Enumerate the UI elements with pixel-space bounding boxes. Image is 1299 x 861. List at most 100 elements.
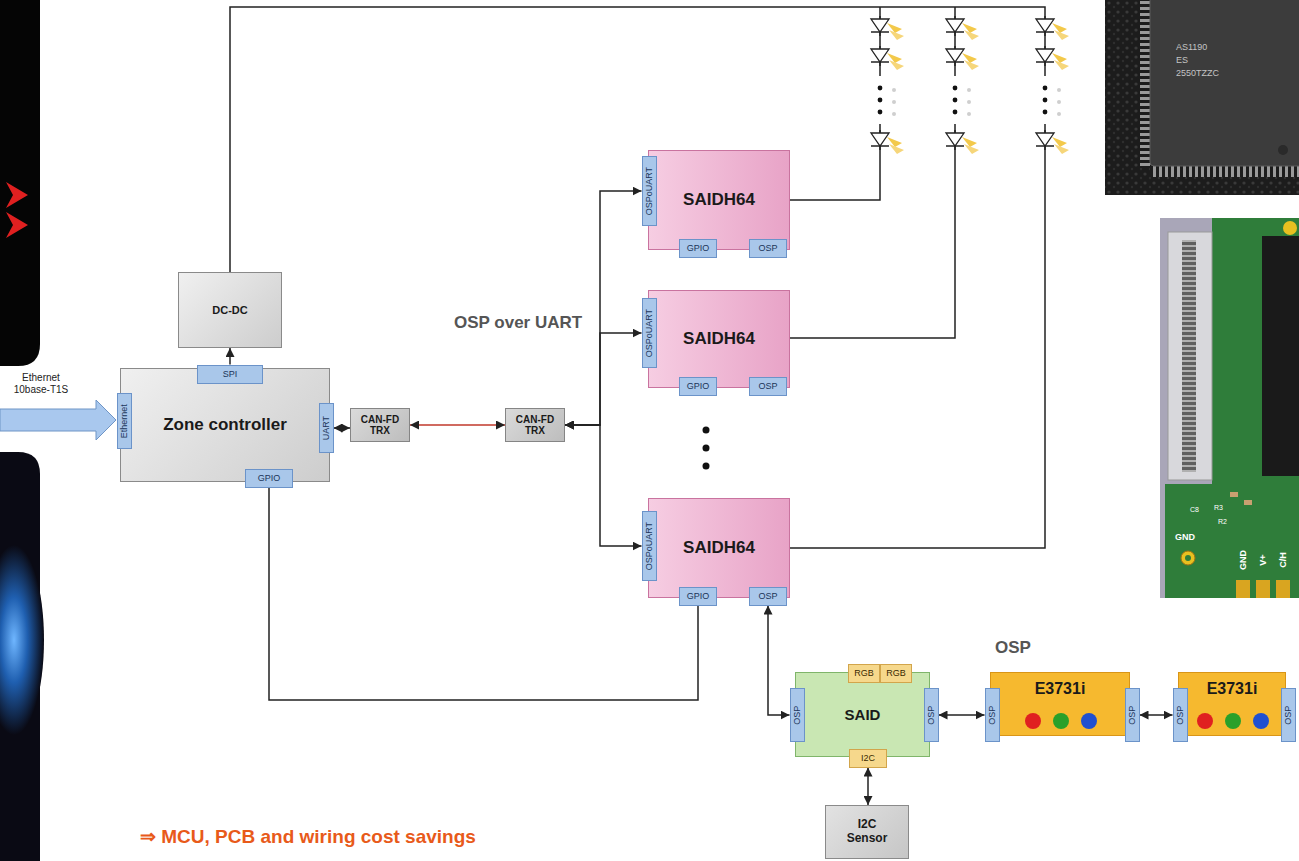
- node-text: OSP: [926, 705, 936, 724]
- connector: [565, 425, 642, 546]
- silkscreen-text: C8: [1190, 506, 1199, 514]
- node-text: Zone controller: [163, 415, 287, 435]
- node-text: SAIDH64: [683, 190, 755, 210]
- driver-ic-box: SAIDH64OSPoUARTGPIOOSP: [648, 498, 790, 598]
- red-light: [6, 212, 28, 238]
- port-tab: OSPoUART: [642, 156, 657, 226]
- connector: [768, 606, 790, 716]
- gold-finger: [1236, 580, 1250, 598]
- power-converter-box: DC-DC: [178, 272, 282, 348]
- port-tab: Ethernet: [117, 393, 132, 449]
- ellipsis-dots: [870, 76, 1061, 124]
- port-tab: OSP: [790, 688, 805, 742]
- node-text: OSP: [792, 705, 802, 724]
- output-tab: RGB: [848, 664, 880, 683]
- connector: [229, 348, 231, 365]
- node-text: CAN-FD TRX: [351, 414, 409, 437]
- pin-name: GND: [1238, 550, 1248, 570]
- port-tab: OSP: [749, 239, 787, 258]
- driver-ic-box: SAIDH64OSPoUARTGPIOOSP: [648, 150, 790, 250]
- transceiver-box: CAN-FD TRX: [350, 408, 410, 442]
- pin-name: C/H: [1278, 552, 1288, 568]
- bus-label: OSP: [995, 638, 1031, 658]
- rgb-led: [1081, 713, 1097, 729]
- ellipsis-dots: [703, 427, 710, 470]
- node-text: GPIO: [687, 381, 710, 391]
- chip-body: [1150, 0, 1299, 166]
- node-text: E3731i: [1207, 680, 1258, 698]
- controller-box: Zone controllerSPIEthernetUARTGPIO: [120, 368, 330, 482]
- chip-mark: [1278, 145, 1288, 155]
- silkscreen-text: GND: [1175, 532, 1195, 542]
- gold-finger: [1256, 580, 1270, 598]
- fpc-slot: [1182, 240, 1196, 472]
- port-tab: OSP: [749, 377, 787, 396]
- port-tab: UART: [319, 403, 334, 453]
- node-text: RGB: [886, 668, 906, 678]
- node-text: SPI: [223, 369, 238, 379]
- conclusion-text: ⇒ MCU, PCB and wiring cost savings: [140, 826, 476, 848]
- interface-label: Ethernet 10base-T1S: [6, 372, 76, 395]
- pin-name: V+: [1258, 554, 1268, 565]
- node-text: E3731i: [1035, 680, 1086, 698]
- node-text: OSP: [1127, 705, 1137, 724]
- pcb-photo: [1160, 218, 1299, 598]
- port-tab: OSPoUART: [642, 511, 657, 581]
- connector: [867, 768, 869, 806]
- node-text: SAIDH64: [683, 329, 755, 349]
- pcb-pad: [1283, 221, 1297, 235]
- led-ic-box: E3731iOSPOSP: [1178, 672, 1286, 736]
- port-tab: OSP: [1281, 688, 1296, 742]
- port-tab: OSP: [924, 688, 939, 742]
- connector: [565, 333, 642, 425]
- node-text: OSPoUART: [644, 167, 654, 215]
- chip-marking: ES: [1176, 55, 1188, 65]
- input-arrow: [0, 400, 116, 440]
- port-tab: GPIO: [679, 587, 717, 606]
- node-text: OSP: [1283, 705, 1293, 724]
- fpc-connector: [1168, 232, 1212, 480]
- node-text: OSP: [758, 243, 777, 253]
- node-text: I2C: [861, 753, 875, 763]
- node-text: Ethernet: [119, 404, 129, 438]
- rgb-led: [1025, 713, 1041, 729]
- port-tab: OSP: [1125, 688, 1140, 742]
- port-tab: SPI: [197, 365, 263, 384]
- chip-pins: [1150, 165, 1299, 177]
- led-ic-box: E3731iOSPOSP: [990, 672, 1130, 736]
- supply-wire: [230, 7, 1045, 272]
- connector: [939, 714, 985, 716]
- connector: [334, 427, 351, 429]
- node-text: GPIO: [687, 591, 710, 601]
- photo-strip: [0, 0, 40, 366]
- rgb-led: [1225, 713, 1241, 729]
- rgb-led: [1053, 713, 1069, 729]
- pcb-component: [1244, 500, 1252, 505]
- rgb-led: [1253, 713, 1269, 729]
- connector: [565, 191, 642, 425]
- connector: [1140, 714, 1173, 716]
- gnd-pad: [1181, 551, 1195, 565]
- node-text: UART: [321, 416, 331, 440]
- node-text: SAIDH64: [683, 538, 755, 558]
- node-text: GPIO: [687, 243, 710, 253]
- node-text: OSP: [1175, 705, 1185, 724]
- port-tab: GPIO: [245, 469, 293, 488]
- node-text: OSP: [758, 381, 777, 391]
- blue-light: [0, 545, 44, 735]
- node-text: RGB: [854, 668, 874, 678]
- node-text: I2C Sensor: [840, 818, 894, 846]
- red-light: [6, 182, 28, 208]
- port-tab: OSP: [985, 688, 1000, 742]
- gnd-pad-hole: [1185, 555, 1191, 561]
- chip-marking: AS1190: [1176, 42, 1207, 52]
- pcb-component: [1230, 492, 1238, 497]
- bus-tab: I2C: [849, 749, 887, 768]
- driver-ic-box: SAIDH64OSPoUARTGPIOOSP: [648, 290, 790, 388]
- connector: [410, 424, 505, 426]
- rgb-led: [1197, 713, 1213, 729]
- led-return-wire: [790, 152, 1045, 548]
- node-text: OSPoUART: [644, 522, 654, 570]
- silkscreen-text: R3: [1214, 504, 1223, 512]
